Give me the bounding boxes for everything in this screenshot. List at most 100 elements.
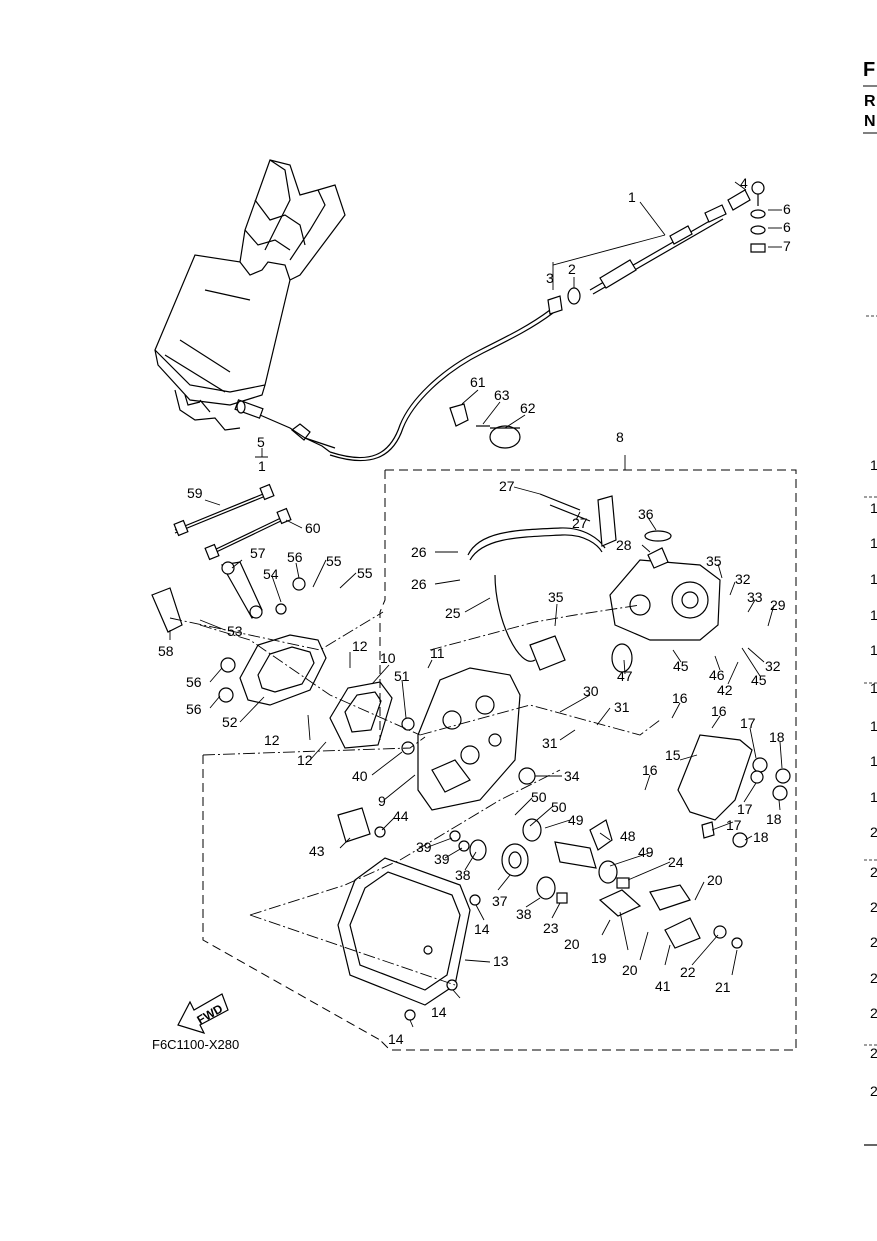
edge-number: 2 bbox=[870, 899, 877, 915]
callout-6: 6 bbox=[783, 201, 791, 217]
callout-18: 18 bbox=[753, 829, 769, 845]
callout-42: 42 bbox=[717, 682, 733, 698]
callout-56: 56 bbox=[186, 701, 202, 717]
callout-26: 26 bbox=[411, 576, 427, 592]
edge-number: 2 bbox=[870, 1005, 877, 1021]
callout-41: 41 bbox=[655, 978, 671, 994]
callout-58: 58 bbox=[158, 643, 174, 659]
callout-50: 50 bbox=[531, 789, 547, 805]
motor-housing-drawing bbox=[609, 547, 721, 673]
callout-32: 32 bbox=[765, 658, 781, 674]
edge-number: 2 bbox=[870, 1083, 877, 1099]
callout-11: 11 bbox=[430, 645, 445, 661]
callout-56: 56 bbox=[287, 549, 303, 565]
callout-38: 38 bbox=[516, 906, 532, 922]
callout-37: 37 bbox=[492, 893, 508, 909]
callout-46: 46 bbox=[709, 667, 725, 683]
edge-number: 1 bbox=[870, 571, 877, 587]
callout-49: 49 bbox=[568, 812, 584, 828]
edge-letter-f: F bbox=[863, 59, 875, 81]
callout-45: 45 bbox=[751, 672, 767, 688]
shift-cable-drawing bbox=[547, 181, 766, 315]
callout-60: 60 bbox=[305, 520, 321, 536]
gear-case-drawing bbox=[417, 667, 536, 811]
edge-number: 2 bbox=[870, 1045, 877, 1061]
callout-30: 30 bbox=[583, 683, 599, 699]
edge-number: 2 bbox=[870, 824, 877, 840]
callout-20: 20 bbox=[707, 872, 723, 888]
callout-35: 35 bbox=[706, 553, 722, 569]
callout-36: 36 bbox=[638, 506, 654, 522]
callout-16: 16 bbox=[672, 690, 688, 706]
callout-31: 31 bbox=[614, 699, 630, 715]
callout-43: 43 bbox=[309, 843, 325, 859]
diagram-code: F6C1100-X280 bbox=[152, 1037, 239, 1052]
edge-number: 1 bbox=[870, 718, 877, 734]
callout-55: 55 bbox=[357, 565, 373, 581]
callout-35: 35 bbox=[548, 589, 564, 605]
callout-5: 5 bbox=[257, 434, 265, 450]
gear-set-drawing bbox=[469, 818, 743, 949]
callout-57: 57 bbox=[250, 545, 266, 561]
callout-62: 62 bbox=[520, 400, 536, 416]
cover-drawing bbox=[337, 857, 471, 1006]
edge-number: 1 bbox=[870, 753, 877, 769]
callout-19: 19 bbox=[591, 950, 607, 966]
callout-20: 20 bbox=[564, 936, 580, 952]
callout-15: 15 bbox=[665, 747, 681, 763]
callout-39: 39 bbox=[416, 839, 432, 855]
cable-clamp-drawing bbox=[449, 403, 521, 449]
callout-17: 17 bbox=[737, 801, 753, 817]
edge-number: 2 bbox=[870, 864, 877, 880]
callout-49: 49 bbox=[638, 844, 654, 860]
callout-28: 28 bbox=[616, 537, 632, 553]
callout-55: 55 bbox=[326, 553, 342, 569]
callout-40: 40 bbox=[352, 768, 368, 784]
leader-lines bbox=[169, 181, 783, 1028]
callout-25: 25 bbox=[445, 605, 461, 621]
callout-48: 48 bbox=[620, 828, 636, 844]
edge-number: 1 bbox=[870, 607, 877, 623]
callout-45: 45 bbox=[673, 658, 689, 674]
callout-14: 14 bbox=[431, 1004, 447, 1020]
callout-44: 44 bbox=[393, 808, 409, 824]
callout-38: 38 bbox=[455, 867, 471, 883]
callout-47: 47 bbox=[617, 668, 633, 684]
edge-number: 1 bbox=[870, 535, 877, 551]
callout-4: 4 bbox=[740, 175, 748, 191]
callout-7: 7 bbox=[783, 238, 791, 254]
edge-number: 1 bbox=[870, 500, 877, 516]
callout-8: 8 bbox=[616, 429, 624, 445]
callout-61: 61 bbox=[470, 374, 486, 390]
callout-24: 24 bbox=[668, 854, 684, 870]
callout-59: 59 bbox=[187, 485, 203, 501]
callout-53: 53 bbox=[227, 623, 243, 639]
callout-9: 9 bbox=[378, 793, 386, 809]
callout-3: 3 bbox=[546, 270, 554, 286]
callout-31: 31 bbox=[542, 735, 558, 751]
callout-2: 2 bbox=[568, 261, 576, 277]
callout-27: 27 bbox=[499, 478, 515, 494]
callout-22: 22 bbox=[680, 964, 696, 980]
callout-16: 16 bbox=[642, 762, 658, 778]
callout-1: 1 bbox=[258, 458, 266, 474]
callout-13: 13 bbox=[493, 953, 509, 969]
callout-29: 29 bbox=[770, 597, 786, 613]
edge-number: 1 bbox=[870, 642, 877, 658]
edge-letter-r: R bbox=[864, 93, 876, 110]
edge-number: 1 bbox=[870, 457, 877, 473]
fwd-arrow: FWD bbox=[177, 993, 229, 1034]
callout-56: 56 bbox=[186, 674, 202, 690]
callout-20: 20 bbox=[622, 962, 638, 978]
callout-63: 63 bbox=[494, 387, 510, 403]
callout-16: 16 bbox=[711, 703, 727, 719]
callout-52: 52 bbox=[222, 714, 238, 730]
callout-54: 54 bbox=[263, 566, 279, 582]
edge-number: 2 bbox=[870, 934, 877, 950]
callout-27: 27 bbox=[572, 515, 588, 531]
callout-1: 1 bbox=[628, 189, 636, 205]
callout-10: 10 bbox=[380, 650, 396, 666]
callout-12: 12 bbox=[297, 752, 313, 768]
